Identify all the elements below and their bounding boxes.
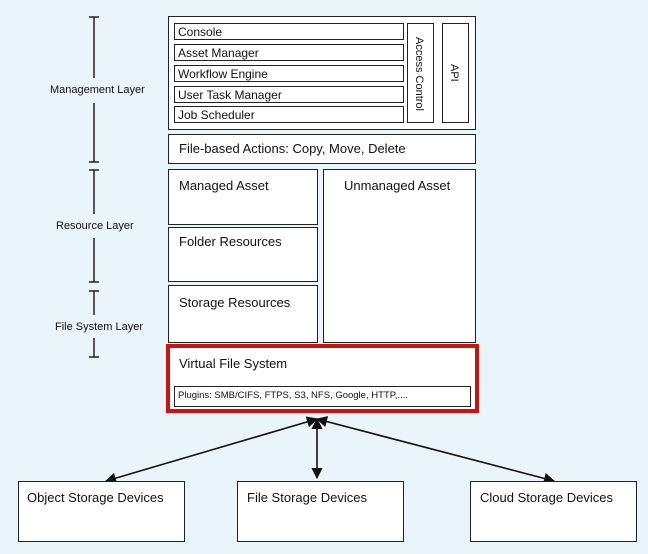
storage-resources-box: Storage Resources — [168, 285, 318, 343]
file-actions-box: File-based Actions: Copy, Move, Delete — [168, 134, 476, 164]
access-control-box: Access Control — [407, 23, 434, 123]
cloud-storage-devices-box: Cloud Storage Devices — [470, 481, 637, 542]
file-storage-devices-box: File Storage Devices — [237, 481, 404, 542]
managed-asset-box: Managed Asset — [168, 169, 318, 225]
management-item-console: Console — [174, 23, 404, 40]
management-item-job-scheduler: Job Scheduler — [174, 106, 404, 123]
unmanaged-asset-box: Unmanaged Asset — [323, 169, 476, 343]
management-item-asset-manager: Asset Manager — [174, 44, 404, 61]
management-item-workflow-engine: Workflow Engine — [174, 65, 404, 82]
resource-layer-label: Resource Layer — [56, 220, 134, 232]
api-box: API — [442, 23, 469, 123]
arrow-cloud-storage — [315, 416, 556, 484]
object-storage-devices-box: Object Storage Devices — [18, 481, 185, 542]
virtual-file-system-box: Virtual File System Plugins: SMB/CIFS, F… — [166, 344, 479, 413]
management-layer-label: Management Layer — [50, 84, 145, 96]
plugins-box: Plugins: SMB/CIFS, FTPS, S3, NFS, Google… — [174, 386, 471, 407]
filesystem-layer-label: File System Layer — [55, 321, 144, 333]
management-item-user-task-manager: User Task Manager — [174, 86, 404, 103]
folder-resources-box: Folder Resources — [168, 227, 318, 282]
arrow-object-storage — [104, 416, 319, 484]
